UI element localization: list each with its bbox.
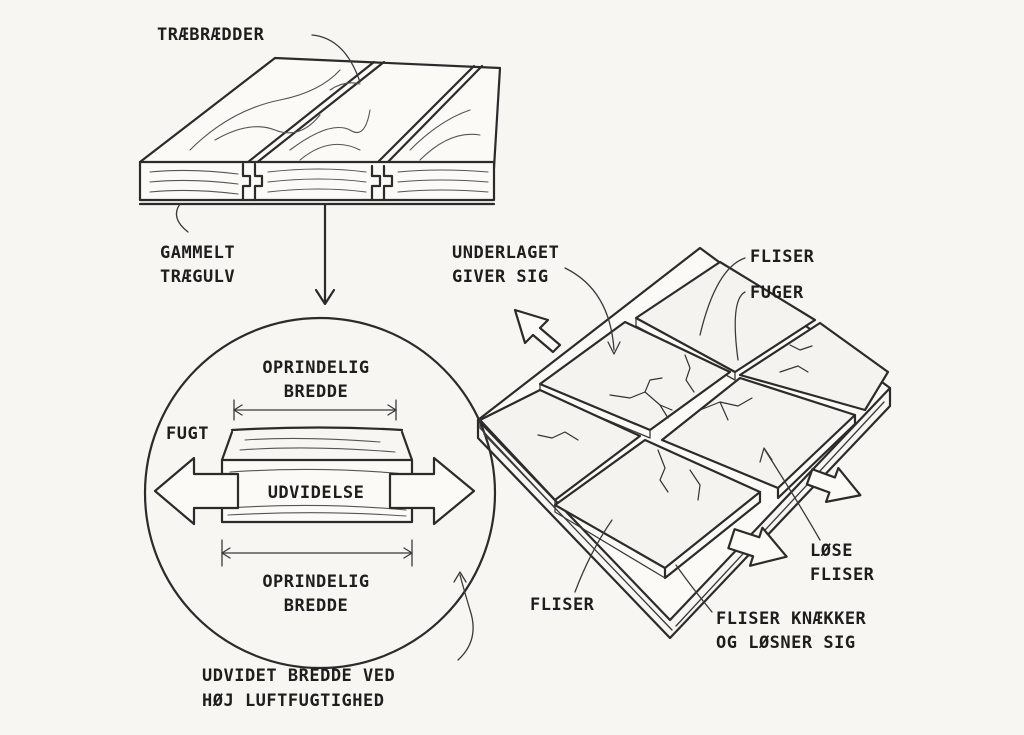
labels: TRÆBRÆDDER GAMMELT TRÆGULV OPRINDELIG BR… xyxy=(157,25,875,711)
crack-2 xyxy=(644,377,663,393)
crack-5 xyxy=(699,397,753,411)
circle-grain-2 xyxy=(239,447,396,453)
leader-underlaget xyxy=(564,267,615,351)
expand-arrow-left-icon xyxy=(153,456,240,526)
label-traebraedder: TRÆBRÆDDER xyxy=(157,25,265,45)
grain-top-4 xyxy=(299,143,361,161)
label-gammelt-line2: TRÆGULV xyxy=(160,267,235,287)
board-groove-1b xyxy=(253,60,386,166)
grain-top-6 xyxy=(419,133,481,161)
grain-top-3 xyxy=(289,109,371,151)
label-oprindelig-top-line1: OPRINDELIG xyxy=(262,358,369,378)
expansion-detail-circle xyxy=(143,316,497,670)
board-right-top xyxy=(400,430,414,462)
leader-underlaget-head xyxy=(607,341,621,355)
label-gammelt-line1: GAMMELT xyxy=(160,243,235,263)
label-fliser-bottom: FLISER xyxy=(530,595,595,615)
label-underlaget-line2: GIVER SIG xyxy=(452,267,549,287)
leader-lose xyxy=(764,449,821,541)
leader-udvidet-head xyxy=(453,571,467,583)
crack-3 xyxy=(659,404,669,419)
leader-lose-head xyxy=(759,447,773,463)
leader-knaekker xyxy=(675,564,713,613)
ring-2 xyxy=(149,179,239,185)
crack-11 xyxy=(789,344,813,351)
leader-traebraedder xyxy=(311,34,361,83)
crack-6 xyxy=(719,401,729,421)
label-udvidelse: UDVIDELSE xyxy=(268,483,365,503)
tile-loose-edge xyxy=(776,413,857,500)
leader-udvidet xyxy=(457,574,474,661)
label-oprindelig-bottom-line2: BREDDE xyxy=(284,596,348,616)
crack-7 xyxy=(537,431,579,441)
ring-5 xyxy=(267,178,367,183)
crack-4 xyxy=(684,354,695,393)
label-udvidet-line2: HØJ LUFTFUGTIGHED xyxy=(202,691,385,711)
leader-gammelt xyxy=(175,203,189,233)
crack-10 xyxy=(779,365,809,373)
board-groove-1 xyxy=(241,60,376,168)
ring-4 xyxy=(267,168,367,173)
crack-9 xyxy=(689,469,701,501)
joint-2 xyxy=(370,164,382,202)
leader-fliser-top xyxy=(699,257,746,336)
circle-grain-5 xyxy=(227,512,407,517)
label-underlaget-line1: UNDERLAGET xyxy=(452,243,559,263)
circle-grain-4 xyxy=(227,504,407,511)
ring-8 xyxy=(397,179,489,183)
label-knaekker-line2: OG LØSNER SIG xyxy=(716,633,856,653)
leader-fuger xyxy=(734,291,746,361)
label-udvidet-line1: UDVIDET BREDDE VED xyxy=(202,666,395,686)
grain-top-7 xyxy=(329,82,361,91)
label-oprindelig-bottom-line1: OPRINDELIG xyxy=(262,572,369,592)
crack-8 xyxy=(657,449,669,493)
tile-front-edge xyxy=(663,490,762,580)
grain-top-1 xyxy=(189,69,341,151)
ring-6 xyxy=(267,188,367,193)
ring-7 xyxy=(397,169,489,173)
ring-9 xyxy=(397,189,489,193)
tile-back-1 xyxy=(634,260,817,374)
dim-bottom-arrows xyxy=(221,547,413,559)
slab-layer-line-2 xyxy=(675,401,885,627)
slab-edge xyxy=(476,386,892,640)
arrow-right-1-icon xyxy=(805,466,862,503)
board-groove-2 xyxy=(370,64,476,170)
label-lose-line1: LØSE xyxy=(810,541,853,561)
arrow-up-left-icon xyxy=(513,308,562,354)
label-lose-line2: FLISER xyxy=(810,565,875,585)
label-fuger: FUGER xyxy=(750,283,804,303)
label-fliser-top: FLISER xyxy=(750,247,815,267)
grain-top-5 xyxy=(409,109,471,151)
tile-left xyxy=(478,388,642,502)
joint-1 xyxy=(241,162,252,202)
expand-arrow-right-icon xyxy=(388,456,476,526)
detail-circle xyxy=(143,316,497,670)
joint-1b xyxy=(253,162,264,202)
tile-floor xyxy=(476,246,892,640)
board-left-top xyxy=(220,430,234,462)
board-groove-2b xyxy=(382,64,484,168)
board-top-edge xyxy=(230,426,404,432)
label-knaekker-line1: FLISER KNÆKKER xyxy=(716,609,867,629)
label-fugt: FUGT xyxy=(166,424,209,444)
tile-front-edge-2 xyxy=(554,504,666,579)
grain-top-2 xyxy=(214,114,321,141)
old-wood-floor xyxy=(138,56,502,206)
leader-fliser-bottom xyxy=(574,519,613,593)
ring-3 xyxy=(149,189,239,195)
tile-cracked-1 xyxy=(538,320,732,432)
dim-top-arrows xyxy=(233,404,397,416)
slab-layer-line xyxy=(483,433,673,631)
joint-2b xyxy=(382,164,394,202)
zoom-arrow-head xyxy=(314,288,336,306)
label-oprindelig-top-line2: BREDDE xyxy=(284,382,348,402)
arrow-right-2-icon xyxy=(727,526,788,567)
tile-back-2 xyxy=(738,321,890,412)
circle-grain-3 xyxy=(229,468,406,475)
ring-1 xyxy=(149,169,239,175)
circle-grain-1 xyxy=(244,437,381,443)
